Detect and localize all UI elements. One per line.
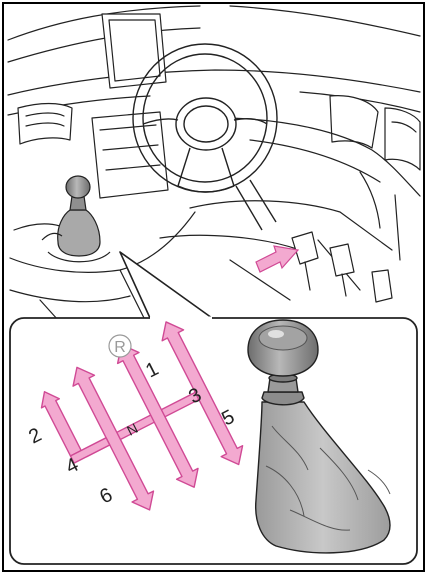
infotainment-screen — [102, 14, 166, 88]
reverse-label: R — [109, 335, 131, 357]
gear-label-r: R — [114, 339, 126, 356]
